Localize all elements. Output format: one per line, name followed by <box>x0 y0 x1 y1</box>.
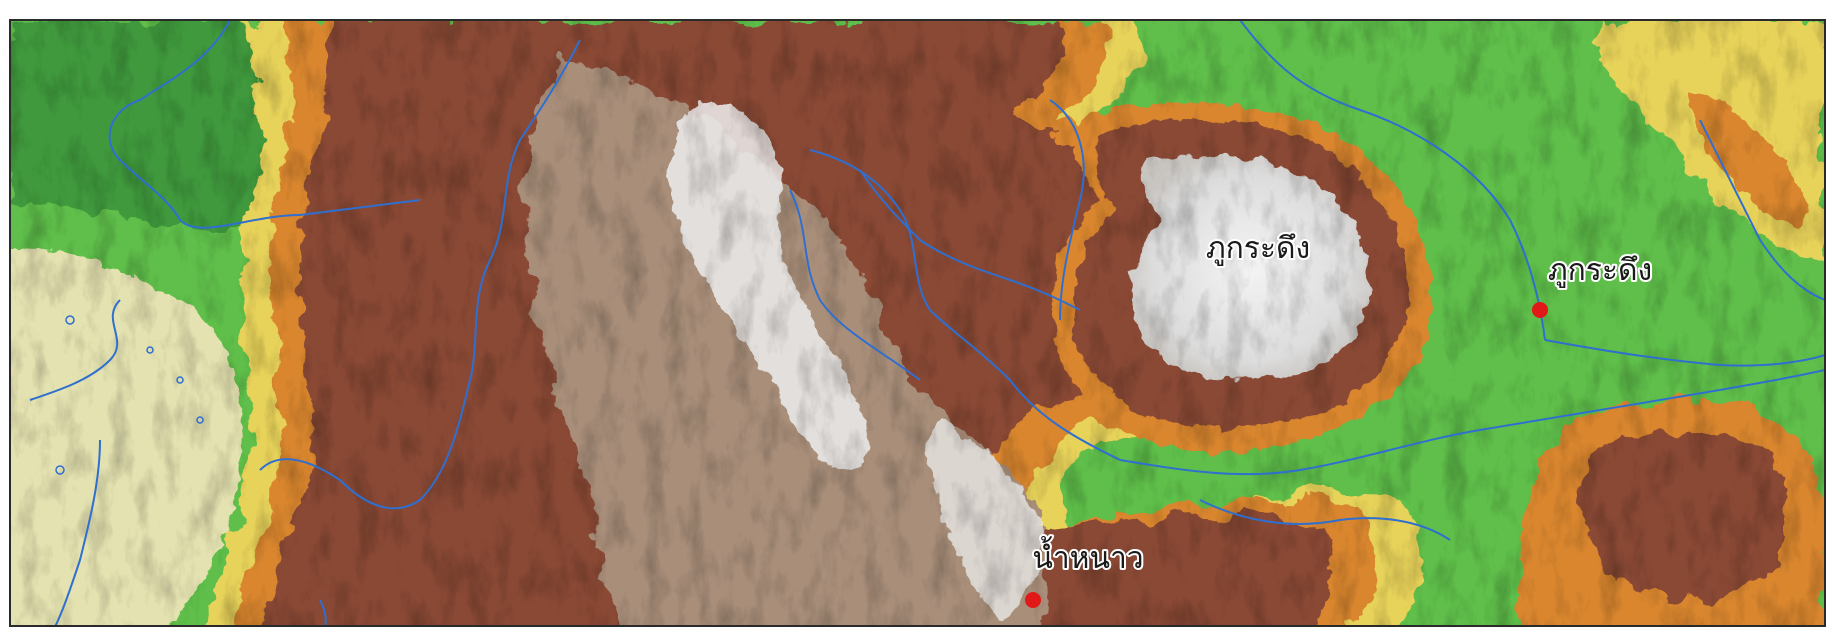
river-west-1 <box>259 39 581 510</box>
namnao-town-label: น้ำหนาว <box>1032 536 1143 576</box>
pond <box>65 315 75 325</box>
pond <box>146 346 154 354</box>
river-east-2 <box>1699 119 1825 301</box>
river-south-1 <box>1199 499 1451 541</box>
river-south-2 <box>319 599 327 626</box>
pond-markers <box>55 315 204 475</box>
map-border <box>9 19 1826 627</box>
river-north-1 <box>1049 99 1085 321</box>
phukradueng-town-marker <box>1532 302 1548 318</box>
pond <box>55 465 65 475</box>
river-west-5 <box>54 439 101 626</box>
river-central-4 <box>1119 369 1825 476</box>
river-west-3 <box>299 199 421 216</box>
namnao-town-marker <box>1025 592 1041 608</box>
river-east-1 <box>1544 339 1825 367</box>
pond <box>196 416 204 424</box>
plateau-label: ภูกระดึง <box>1206 231 1310 266</box>
river-central-1 <box>809 149 1121 461</box>
river-network <box>29 20 1825 626</box>
river-central-2 <box>789 189 921 381</box>
river-central-3 <box>859 169 1081 311</box>
river-west-2 <box>108 20 301 229</box>
river-north-2 <box>1239 20 1546 341</box>
river-west-4 <box>29 299 121 401</box>
pond <box>176 376 184 384</box>
phukradueng-town-label: ภูกระดึง <box>1548 253 1652 288</box>
